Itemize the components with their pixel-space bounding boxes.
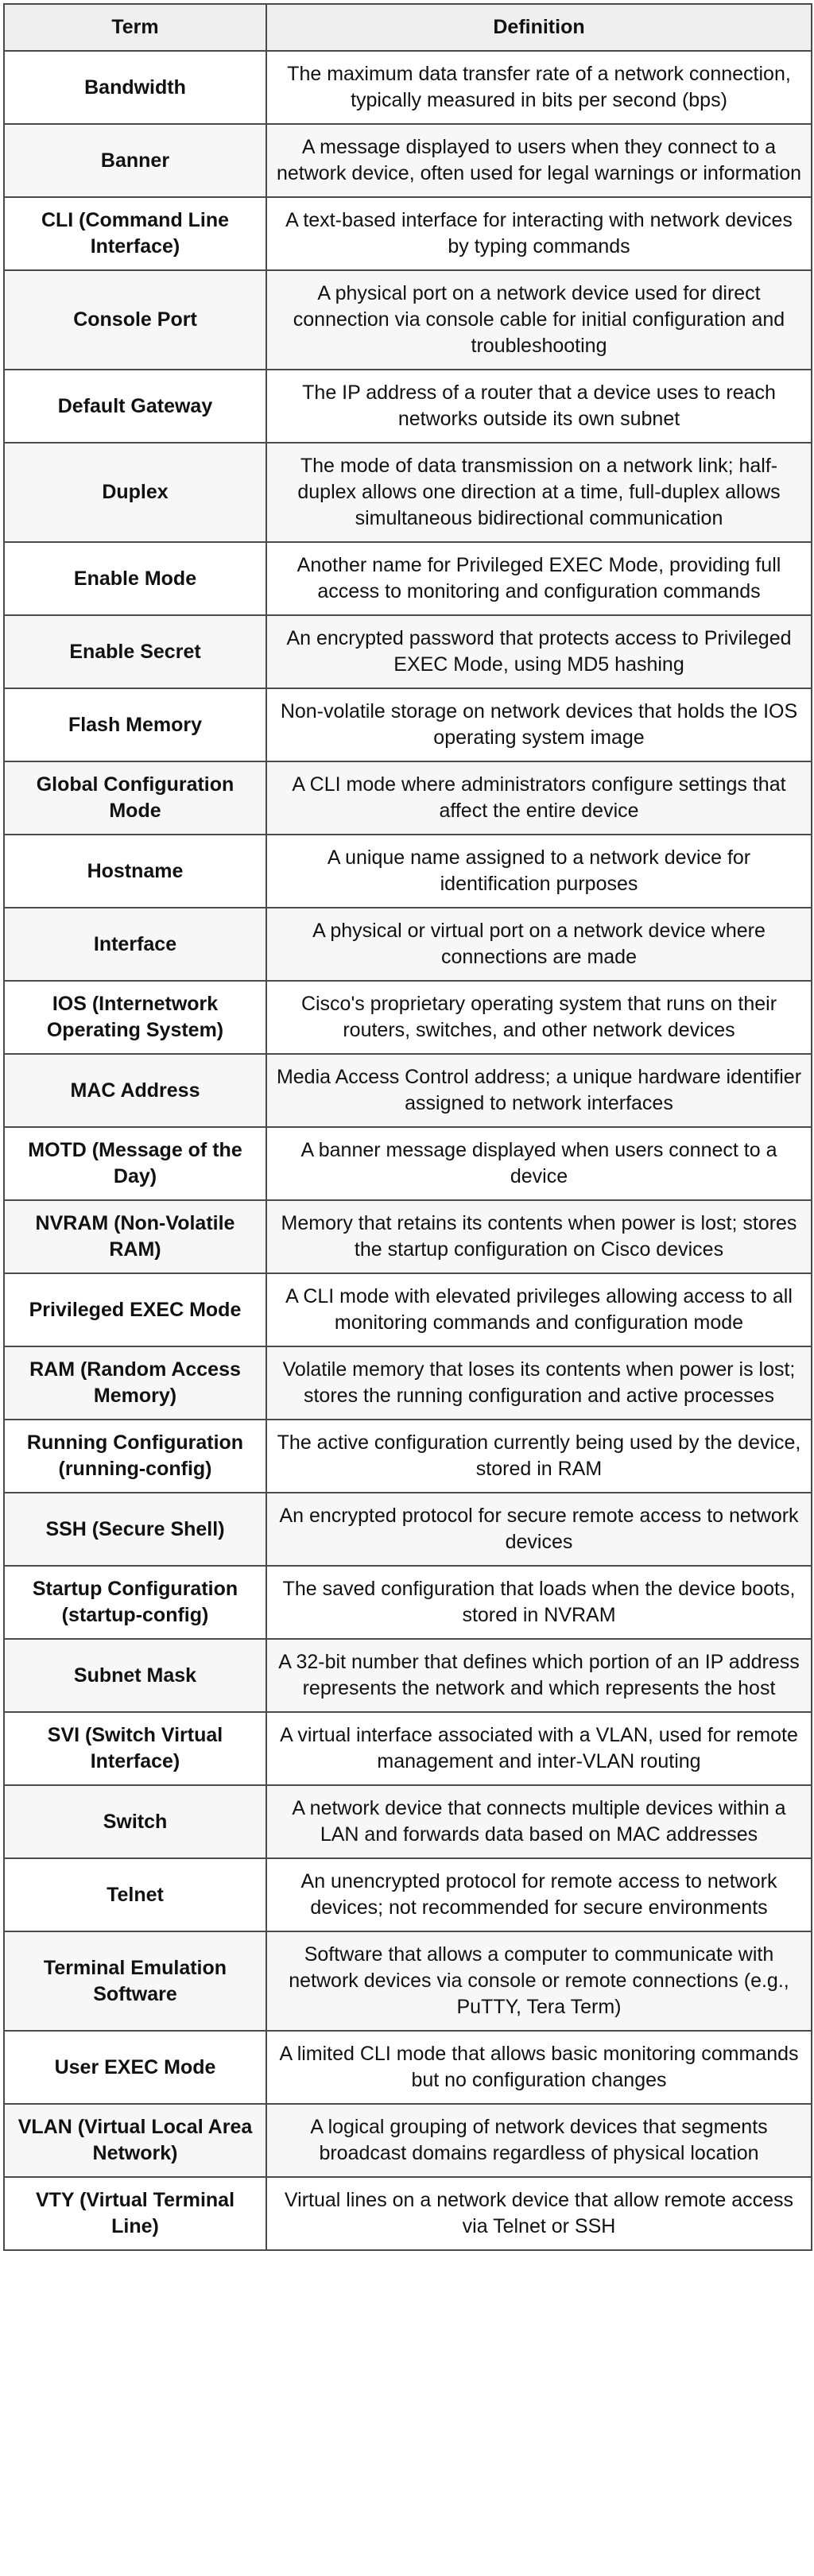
cell-definition: Media Access Control address; a unique h… [266,1053,812,1128]
cell-term: MAC Address [3,1053,267,1128]
cell-definition: Cisco's proprietary operating system tha… [266,980,812,1055]
table-row: Running Configuration (running-config)Th… [3,1419,812,1493]
table-row: CLI (Command Line Interface)A text-based… [3,196,812,271]
column-header-definition: Definition [266,3,812,52]
cell-definition: Another name for Privileged EXEC Mode, p… [266,541,812,616]
cell-definition: An encrypted protocol for secure remote … [266,1492,812,1567]
table-row: RAM (Random Access Memory)Volatile memor… [3,1346,812,1420]
cell-term: Bandwidth [3,50,267,125]
cell-definition: A text-based interface for interacting w… [266,196,812,271]
cell-term: Startup Configuration (startup-config) [3,1565,267,1640]
cell-term: Enable Mode [3,541,267,616]
cell-definition: An unencrypted protocol for remote acces… [266,1857,812,1932]
cell-term: SVI (Switch Virtual Interface) [3,1711,267,1786]
cell-definition: The saved configuration that loads when … [266,1565,812,1640]
cell-definition: A banner message displayed when users co… [266,1126,812,1201]
cell-definition: The IP address of a router that a device… [266,369,812,444]
table-header: Term Definition [3,3,812,52]
table-row: Startup Configuration (startup-config)Th… [3,1565,812,1640]
cell-definition: Memory that retains its contents when po… [266,1199,812,1274]
cell-term: Interface [3,907,267,982]
cell-definition: A limited CLI mode that allows basic mon… [266,2030,812,2105]
cell-definition: A unique name assigned to a network devi… [266,834,812,908]
cell-term: IOS (Internetwork Operating System) [3,980,267,1055]
cell-term: CLI (Command Line Interface) [3,196,267,271]
cell-definition: The mode of data transmission on a netwo… [266,442,812,543]
cell-term: Flash Memory [3,688,267,762]
cell-definition: A virtual interface associated with a VL… [266,1711,812,1786]
cell-term: Subnet Mask [3,1638,267,1713]
cell-term: RAM (Random Access Memory) [3,1346,267,1420]
table-header-row: Term Definition [3,3,812,52]
cell-term: VTY (Virtual Terminal Line) [3,2176,267,2251]
cell-term: Running Configuration (running-config) [3,1419,267,1493]
cell-definition: A CLI mode where administrators configur… [266,761,812,835]
cell-definition: An encrypted password that protects acce… [266,614,812,689]
cell-term: SSH (Secure Shell) [3,1492,267,1567]
cell-definition: A network device that connects multiple … [266,1784,812,1859]
cell-definition: A CLI mode with elevated privileges allo… [266,1273,812,1347]
cell-term: Switch [3,1784,267,1859]
cell-definition: A physical or virtual port on a network … [266,907,812,982]
table-row: VTY (Virtual Terminal Line)Virtual lines… [3,2176,812,2251]
cell-definition: A 32-bit number that defines which porti… [266,1638,812,1713]
cell-term: Duplex [3,442,267,543]
cell-term: Enable Secret [3,614,267,689]
cell-definition: The maximum data transfer rate of a netw… [266,50,812,125]
table-row: IOS (Internetwork Operating System)Cisco… [3,980,812,1055]
cell-term: Default Gateway [3,369,267,444]
table-row: NVRAM (Non-Volatile RAM)Memory that reta… [3,1199,812,1274]
cell-definition: A logical grouping of network devices th… [266,2103,812,2178]
table-row: MOTD (Message of the Day)A banner messag… [3,1126,812,1201]
cell-term: Hostname [3,834,267,908]
cell-definition: Virtual lines on a network device that a… [266,2176,812,2251]
cell-definition: Software that allows a computer to commu… [266,1931,812,2032]
cell-term: Global Configuration Mode [3,761,267,835]
cell-term: Terminal Emulation Software [3,1931,267,2032]
cell-definition: Non-volatile storage on network devices … [266,688,812,762]
cell-definition: The active configuration currently being… [266,1419,812,1493]
cell-term: NVRAM (Non-Volatile RAM) [3,1199,267,1274]
cell-definition: Volatile memory that loses its contents … [266,1346,812,1420]
cell-term: Banner [3,123,267,198]
cell-term: Console Port [3,269,267,370]
cell-definition: A message displayed to users when they c… [266,123,812,198]
cell-definition: A physical port on a network device used… [266,269,812,370]
table-row: VLAN (Virtual Local Area Network)A logic… [3,2103,812,2178]
cell-term: VLAN (Virtual Local Area Network) [3,2103,267,2178]
table-row: SSH (Secure Shell)An encrypted protocol … [3,1492,812,1567]
cell-term: Telnet [3,1857,267,1932]
column-header-term: Term [3,3,267,52]
table-row: SVI (Switch Virtual Interface)A virtual … [3,1711,812,1786]
cell-term: MOTD (Message of the Day) [3,1126,267,1201]
cell-term: User EXEC Mode [3,2030,267,2105]
cell-term: Privileged EXEC Mode [3,1273,267,1347]
